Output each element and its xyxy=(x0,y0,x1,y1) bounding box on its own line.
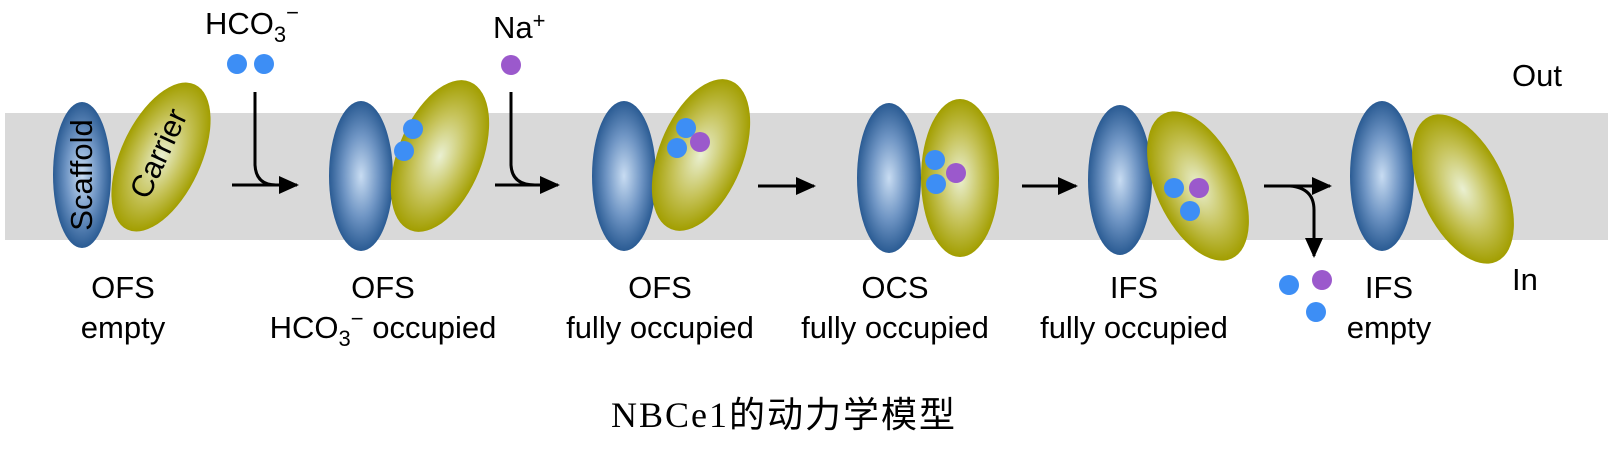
release-arrow xyxy=(1289,184,1323,258)
bound-bicarbonate-ion xyxy=(926,174,946,194)
bound-sodium-ion xyxy=(946,163,966,183)
state-4-desc: fully occupied xyxy=(801,310,989,345)
transition-2-sodium-binding: Na+ xyxy=(493,8,560,194)
state-5-desc: fully occupied xyxy=(1040,310,1228,345)
state-6-name: IFS xyxy=(1365,270,1413,305)
carrier-subunit xyxy=(390,80,490,232)
state-labels: OFS empty OFS HCO3− occupied OFS fully o… xyxy=(81,270,1432,351)
scaffold-subunit xyxy=(1350,101,1414,251)
carrier-subunit xyxy=(651,79,751,231)
sodium-ion-label: Na+ xyxy=(493,8,546,45)
state-5-ifs-fully-occupied xyxy=(1088,105,1249,261)
state-1-name: OFS xyxy=(91,270,155,305)
state-4-ocs-fully-occupied xyxy=(857,99,999,257)
scaffold-subunit xyxy=(53,102,111,248)
bound-bicarbonate-ion xyxy=(1164,178,1184,198)
scaffold-subunit xyxy=(592,101,656,251)
carrier-subunit xyxy=(1412,114,1514,264)
carrier-subunit xyxy=(111,82,211,232)
state-1-ofs-empty: Scaffold Carrier xyxy=(53,82,211,248)
state-3-name: OFS xyxy=(628,270,692,305)
state-2-desc: HCO3− occupied xyxy=(270,306,497,351)
scaffold-subunit xyxy=(1088,105,1152,255)
in-label: In xyxy=(1512,262,1538,297)
bound-bicarbonate-ion xyxy=(1180,201,1200,221)
bound-sodium-ion xyxy=(1189,178,1209,198)
scaffold-label: Scaffold xyxy=(64,119,99,230)
released-sodium-ion xyxy=(1312,270,1332,290)
scaffold-subunit xyxy=(329,101,393,251)
state-2-ofs-bicarbonate-occupied xyxy=(329,80,490,251)
membrane-band xyxy=(5,113,1608,240)
bicarbonate-ion xyxy=(227,54,247,74)
state-4-name: OCS xyxy=(861,270,928,305)
bound-bicarbonate-ion xyxy=(667,138,687,158)
scaffold-subunit xyxy=(857,103,921,253)
released-bicarbonate-ion xyxy=(1279,275,1299,295)
state-5-name: IFS xyxy=(1110,270,1158,305)
state-6-desc: empty xyxy=(1347,310,1432,345)
bicarbonate-ion-label: HCO3− xyxy=(205,0,299,47)
state-3-desc: fully occupied xyxy=(566,310,754,345)
bound-bicarbonate-ion xyxy=(403,119,423,139)
bound-sodium-ion xyxy=(690,132,710,152)
out-label: Out xyxy=(1512,58,1562,93)
transition-5-ion-release xyxy=(1264,177,1332,322)
state-6-ifs-empty xyxy=(1350,101,1514,264)
figure-caption: NBCe1的动力学模型 xyxy=(611,395,957,435)
bound-bicarbonate-ion xyxy=(676,118,696,138)
state-3-ofs-fully-occupied xyxy=(592,79,751,251)
state-1-desc: empty xyxy=(81,310,166,345)
bicarbonate-ion xyxy=(254,54,274,74)
sodium-ion xyxy=(501,55,521,75)
bound-bicarbonate-ion xyxy=(925,150,945,170)
state-2-name: OFS xyxy=(351,270,415,305)
released-bicarbonate-ion xyxy=(1306,302,1326,322)
transition-1-bicarbonate-binding: HCO3− xyxy=(205,0,299,194)
bound-bicarbonate-ion xyxy=(394,141,414,161)
